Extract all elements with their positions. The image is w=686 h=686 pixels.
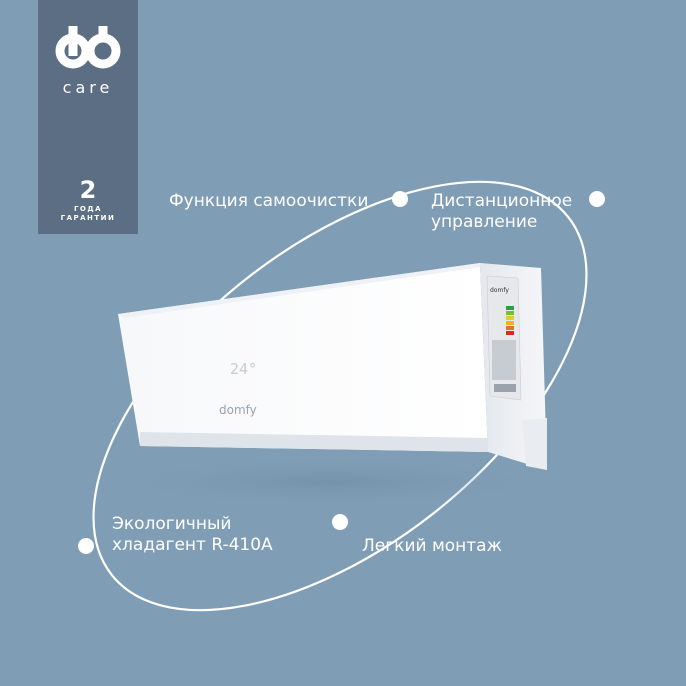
unit-bottom-vent bbox=[140, 432, 488, 452]
brand-warranty-badge: care 2 ГОДА ГАРАНТИИ bbox=[38, 0, 138, 234]
brand-tagline: care bbox=[62, 78, 114, 97]
sticker-brand: domfy bbox=[490, 287, 509, 294]
unit-side-end bbox=[522, 418, 547, 470]
domfy-care-logo-icon bbox=[55, 26, 121, 69]
orbit-dot-eco bbox=[78, 538, 94, 554]
feature-remote-line1: Дистанционное bbox=[431, 191, 573, 211]
feature-remote-control: Дистанционное управление bbox=[431, 191, 572, 233]
orbit-dot-remote bbox=[589, 191, 605, 207]
orbit-dot-self-cleaning bbox=[392, 191, 408, 207]
orbit-ellipse bbox=[92, 180, 588, 612]
warranty-label-line2: ГАРАНТИИ bbox=[60, 214, 116, 222]
temperature-display: 24° bbox=[230, 360, 257, 378]
energy-label-sticker: domfy bbox=[486, 275, 522, 401]
unit-top-edge bbox=[118, 263, 488, 318]
air-conditioner-unit: domfy 24° domfy bbox=[118, 263, 547, 470]
unit-brand-logo: domfy bbox=[219, 403, 257, 417]
warranty-years: 2 bbox=[79, 176, 97, 204]
feature-self-cleaning: Функция самоочистки bbox=[169, 191, 369, 211]
feature-eco-line1: Экологичный bbox=[112, 514, 232, 534]
feature-remote-line2: управление bbox=[431, 212, 538, 232]
feature-eco-line2: хладагент R-410A bbox=[112, 535, 273, 555]
unit-front-panel bbox=[118, 263, 488, 452]
orbit-dot-installation bbox=[332, 514, 348, 530]
warranty-label: ГОДА ГАРАНТИИ bbox=[38, 205, 138, 223]
feature-easy-installation: Легкий монтаж bbox=[362, 536, 502, 556]
warranty-label-line1: ГОДА bbox=[73, 205, 103, 213]
unit-shadow bbox=[100, 456, 560, 508]
feature-eco-refrigerant: Экологичный хладагент R-410A bbox=[112, 514, 273, 556]
